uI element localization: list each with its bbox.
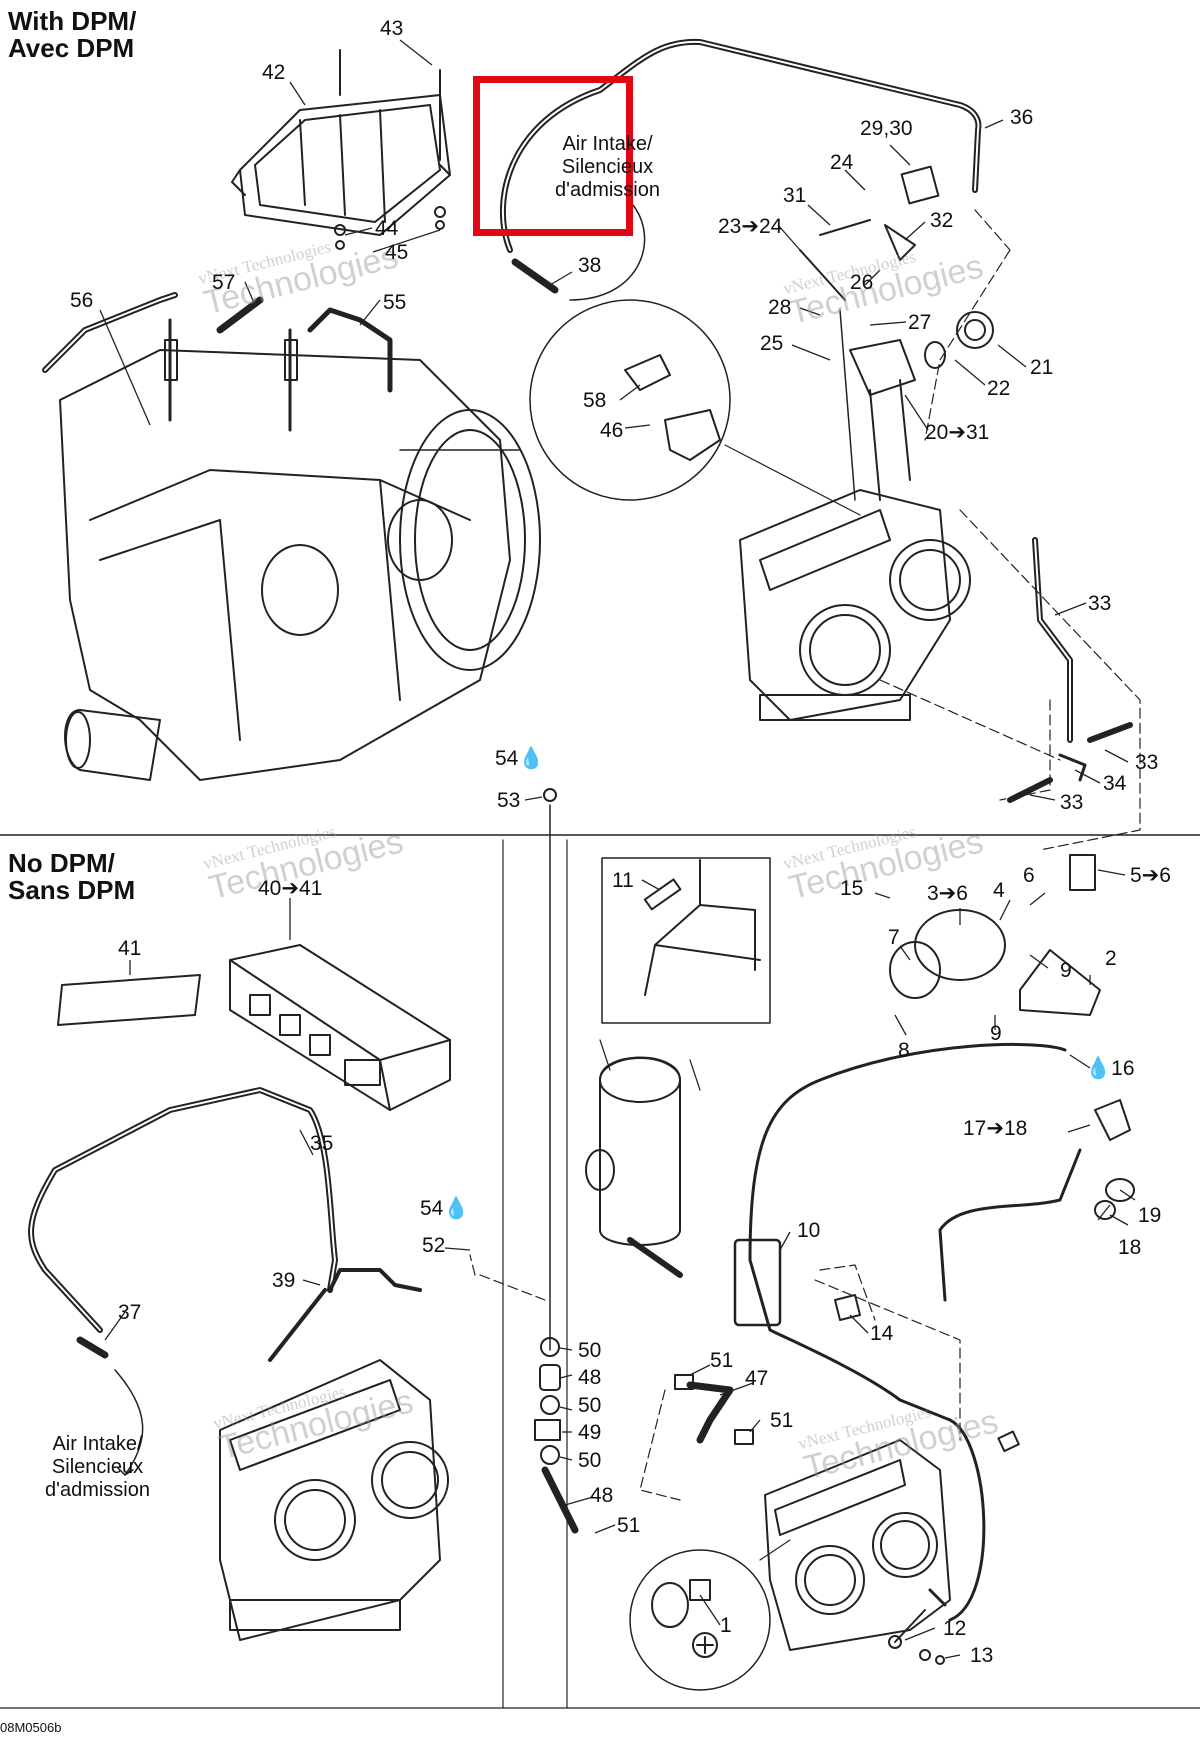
callout-13: 13 bbox=[970, 1644, 994, 1667]
callout-5-to-6: 5➔6 bbox=[1130, 864, 1171, 887]
throttle-body-lower-right bbox=[764, 1439, 951, 1651]
callout-51: 51 bbox=[710, 1349, 734, 1372]
frame-detail-box bbox=[601, 857, 771, 1024]
air-intake-caption-bottom: Air Intake/ Silencieux d'admission bbox=[45, 1433, 150, 1501]
callout-41: 41 bbox=[118, 937, 142, 960]
callout-51: 51 bbox=[617, 1514, 641, 1537]
callout-9: 9 bbox=[1060, 959, 1072, 982]
callout-48: 48 bbox=[578, 1366, 602, 1389]
callout-36: 36 bbox=[1010, 106, 1034, 129]
callout-35: 35 bbox=[310, 1132, 334, 1155]
throttle-body-top bbox=[739, 489, 971, 721]
callout-28: 28 bbox=[768, 296, 792, 319]
callout-45: 45 bbox=[385, 241, 409, 264]
callout-56: 56 bbox=[70, 289, 94, 312]
throttle-body-lower-left bbox=[219, 1359, 449, 1641]
callout-40-to-41: 40➔41 bbox=[258, 877, 323, 900]
reference-code: 08M0506b bbox=[0, 1720, 62, 1735]
callout-6: 6 bbox=[1023, 864, 1035, 887]
callout-15: 15 bbox=[840, 877, 864, 900]
callout-50: 50 bbox=[578, 1449, 602, 1472]
oil-line bbox=[748, 1042, 1067, 1422]
callout-52: 52 bbox=[422, 1234, 446, 1257]
callout-33: 33 bbox=[1060, 791, 1084, 814]
callout-32: 32 bbox=[930, 209, 954, 232]
callout-12: 12 bbox=[943, 1617, 967, 1640]
callout-54: 54💧 bbox=[495, 747, 545, 770]
callout-1: 1 bbox=[720, 1614, 732, 1637]
vent-hose-35 bbox=[28, 1087, 338, 1333]
engine-block bbox=[59, 318, 541, 781]
callout-4: 4 bbox=[993, 879, 1005, 902]
callout-19: 19 bbox=[1138, 1204, 1162, 1227]
section-title-no-dpm: No DPM/ Sans DPM bbox=[8, 848, 136, 905]
callout-48: 48 bbox=[590, 1484, 614, 1507]
callout-22: 22 bbox=[987, 377, 1011, 400]
callout-37: 37 bbox=[118, 1301, 142, 1324]
callout-47: 47 bbox=[745, 1367, 769, 1390]
callout-29-30: 29,30 bbox=[860, 117, 913, 140]
callout-33: 33 bbox=[1135, 751, 1159, 774]
callout-31: 31 bbox=[783, 184, 807, 207]
highlight-box bbox=[473, 76, 633, 236]
callout-58: 58 bbox=[583, 389, 607, 412]
section-title-with-dpm: With DPM/ Avec DPM bbox=[8, 6, 137, 63]
callout-17-to-18: 17➔18 bbox=[963, 1117, 1028, 1140]
callout-55: 55 bbox=[383, 291, 407, 314]
callout-25: 25 bbox=[760, 332, 784, 355]
callout-50: 50 bbox=[578, 1394, 602, 1417]
callout-43: 43 bbox=[380, 17, 404, 40]
callout-50: 50 bbox=[578, 1339, 602, 1362]
dpm-valve bbox=[849, 339, 916, 396]
callout-20-to-31: 20➔31 bbox=[925, 421, 990, 444]
callout-7: 7 bbox=[888, 926, 900, 949]
callout-57: 57 bbox=[212, 271, 236, 294]
callout-39: 39 bbox=[272, 1269, 296, 1292]
callout-51: 51 bbox=[770, 1409, 794, 1432]
callout-46: 46 bbox=[600, 419, 624, 442]
callout-44: 44 bbox=[375, 217, 399, 240]
callout-26: 26 bbox=[850, 271, 874, 294]
decal-41 bbox=[57, 974, 201, 1026]
callout-33: 33 bbox=[1088, 592, 1112, 615]
callout-54: 54💧 bbox=[420, 1197, 470, 1220]
callout-16: 💧16 bbox=[1085, 1057, 1135, 1080]
callout-53: 53 bbox=[497, 789, 521, 812]
callout-10: 10 bbox=[797, 1219, 821, 1242]
callout-27: 27 bbox=[908, 311, 932, 334]
callout-38: 38 bbox=[578, 254, 602, 277]
callout-21: 21 bbox=[1030, 356, 1054, 379]
dpm-detail-circle bbox=[529, 299, 731, 501]
callout-23-to-24: 23➔24 bbox=[718, 215, 783, 238]
oil-tank bbox=[585, 1056, 683, 1278]
callout-14: 14 bbox=[870, 1322, 894, 1345]
callout-9: 9 bbox=[990, 1022, 1002, 1045]
callout-18: 18 bbox=[1118, 1236, 1142, 1259]
callout-34: 34 bbox=[1103, 772, 1127, 795]
callout-42: 42 bbox=[262, 61, 286, 84]
ecu-module-no-dpm bbox=[229, 944, 451, 1111]
callout-3-to-6: 3➔6 bbox=[927, 882, 968, 905]
ecu-module-dpm bbox=[231, 49, 451, 250]
callout-11: 11 bbox=[612, 869, 634, 892]
callout-24: 24 bbox=[830, 151, 854, 174]
callout-8: 8 bbox=[898, 1039, 910, 1062]
callout-49: 49 bbox=[578, 1421, 602, 1444]
callout-2: 2 bbox=[1105, 947, 1117, 970]
screw-detail-circle bbox=[629, 1549, 771, 1691]
air-intake-caption-top: Air Intake/ Silencieux d'admission bbox=[555, 133, 660, 201]
